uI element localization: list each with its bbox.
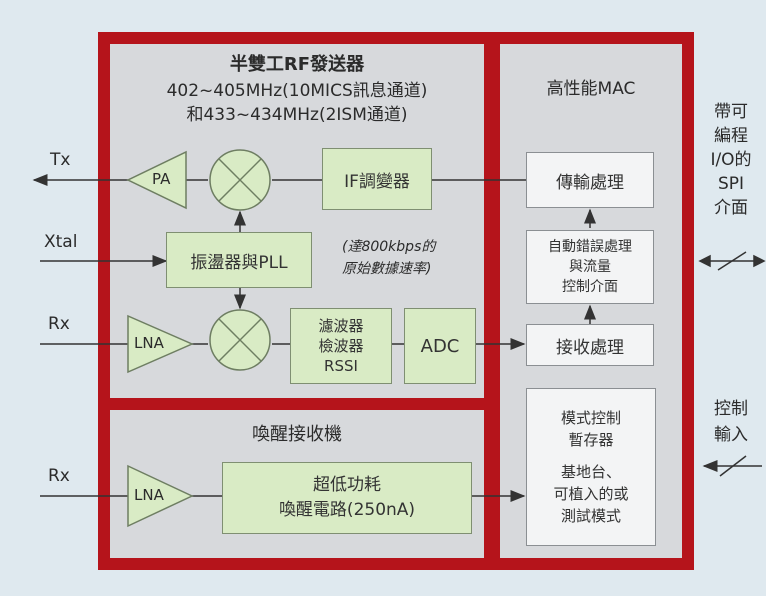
ctrl-line-2: 輸入 bbox=[714, 425, 748, 445]
error-line-3: 控制介面 bbox=[562, 279, 618, 295]
spi-line-1: 帶可 bbox=[714, 102, 748, 122]
rx-mixer bbox=[209, 309, 271, 371]
mode-line-1: 模式控制 bbox=[560, 409, 621, 427]
error-line-1: 自動錯誤處理 bbox=[548, 239, 632, 255]
wakeup-lna-triangle bbox=[127, 464, 194, 528]
spi-line-5: 介面 bbox=[714, 198, 748, 218]
rx-processing-block: 接收處理 bbox=[526, 324, 654, 366]
error-line-2: 與流量 bbox=[569, 259, 611, 275]
spi-line-3: I/O的 bbox=[710, 150, 752, 170]
mac-title: 高性能MAC bbox=[546, 79, 636, 99]
filter-line-3: RSSI bbox=[324, 357, 358, 375]
spi-line-2: 編程 bbox=[714, 126, 748, 146]
pa-triangle bbox=[126, 150, 187, 210]
tx-processing-block: 傳輸處理 bbox=[526, 152, 654, 208]
wakeup-block-line-1: 超低功耗 bbox=[313, 475, 381, 495]
mode-line-3: 基地台、 bbox=[560, 463, 621, 481]
mode-line-5: 測試模式 bbox=[560, 507, 621, 525]
rx-label: Rx bbox=[48, 314, 70, 334]
transceiver-band-2: 和433~434MHz(2ISM通道) bbox=[186, 105, 408, 125]
lna-triangle bbox=[127, 314, 194, 374]
spi-interface-label: 帶可 編程 I/O的 SPI 介面 bbox=[698, 100, 764, 220]
mode-control-block: 模式控制 暫存器 基地台、 可植入的或 測試模式 bbox=[526, 388, 656, 546]
transceiver-title: 半雙工RF發送器 bbox=[229, 54, 365, 75]
mode-line-2: 暫存器 bbox=[568, 431, 614, 449]
mode-line-4: 可植入的或 bbox=[553, 485, 629, 503]
pa-label: PA bbox=[152, 170, 171, 188]
xtal-label: Xtal bbox=[44, 232, 78, 252]
oscillator-pll-block: 振盪器與PLL bbox=[166, 232, 312, 288]
ctrl-line-1: 控制 bbox=[714, 399, 748, 419]
wakeup-rx-label: Rx bbox=[48, 466, 70, 486]
adc-block: ADC bbox=[404, 308, 476, 384]
data-rate-line-1: (達800kbps的 bbox=[342, 239, 436, 255]
tx-label: Tx bbox=[50, 150, 71, 170]
control-input-label: 控制 輸入 bbox=[698, 396, 764, 448]
lna-label: LNA bbox=[134, 334, 164, 352]
wakeup-circuit-block: 超低功耗 喚醒電路(250nA) bbox=[222, 462, 472, 534]
if-modulator-block: IF調變器 bbox=[322, 148, 432, 210]
wakeup-title: 喚醒接收機 bbox=[252, 424, 342, 445]
transceiver-band-1: 402~405MHz(10MICS訊息通道) bbox=[166, 81, 428, 101]
filter-line-2: 檢波器 bbox=[318, 337, 364, 355]
wakeup-lna-label: LNA bbox=[134, 486, 164, 504]
filter-line-1: 濾波器 bbox=[318, 317, 364, 335]
wakeup-block-line-2: 喚醒電路(250nA) bbox=[278, 500, 416, 520]
data-rate-line-2: 原始數據速率) bbox=[342, 261, 432, 277]
tx-mixer bbox=[209, 149, 271, 211]
error-handling-block: 自動錯誤處理 與流量 控制介面 bbox=[526, 230, 654, 304]
filter-detector-block: 濾波器 檢波器 RSSI bbox=[290, 308, 392, 384]
spi-line-4: SPI bbox=[717, 174, 745, 194]
